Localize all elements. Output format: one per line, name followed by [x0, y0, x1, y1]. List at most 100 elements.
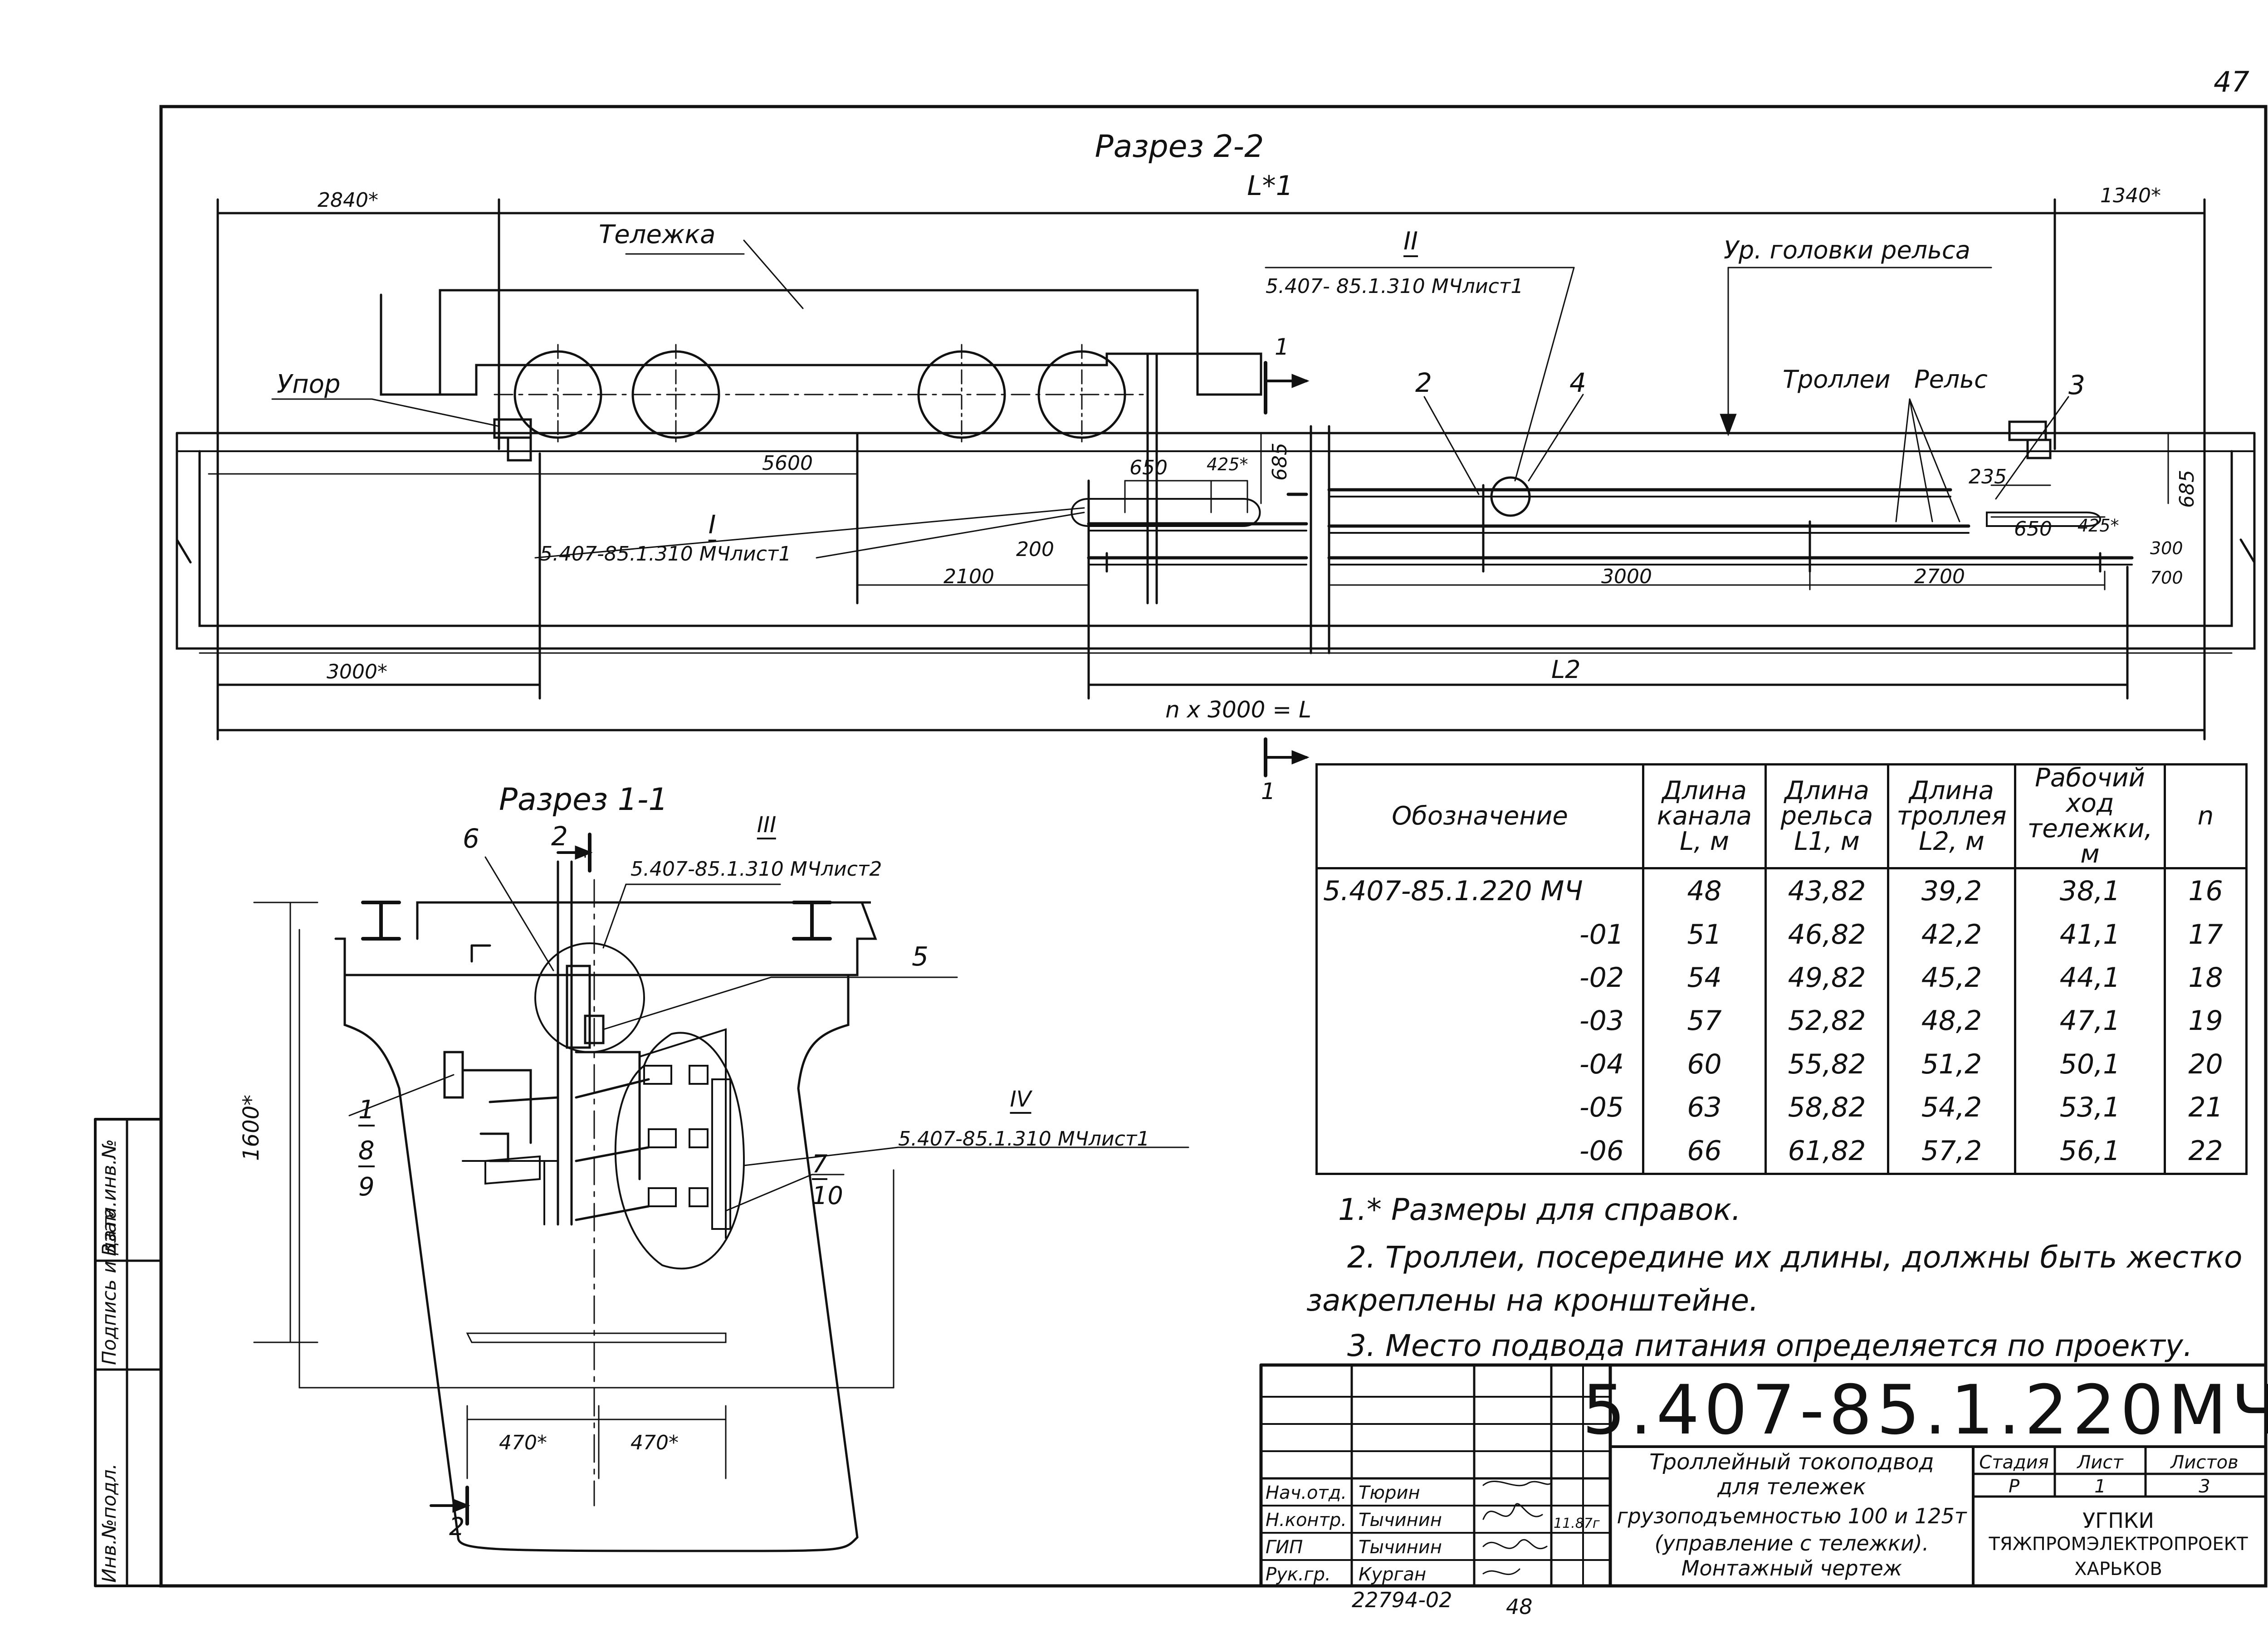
spec-cell: 63 — [1642, 1086, 1767, 1129]
side-stamp-replace-inventory: Взам.инв.№ — [98, 1139, 120, 1256]
sheet-frame — [159, 105, 2268, 1588]
spec-cell: 41,1 — [2014, 913, 2166, 956]
node-i-label: I — [708, 512, 716, 541]
dim-650-left: 650 — [1129, 456, 1168, 479]
stage-label: Стадия — [1979, 1452, 2049, 1473]
callout-7: 7 — [812, 1152, 828, 1180]
node-iii-label: III — [757, 814, 777, 839]
title-block-linework — [1259, 1363, 2268, 1588]
dim-700: 700 — [2150, 568, 2183, 588]
callout-9: 9 — [358, 1172, 375, 1202]
spec-cell: 20 — [2164, 1043, 2248, 1086]
spec-cell: 52,82 — [1765, 999, 1889, 1043]
sheets-value: 3 — [2199, 1476, 2210, 1497]
callout-3: 3 — [2068, 370, 2085, 400]
callout-10: 10 — [812, 1181, 843, 1210]
dim-total: n x 3000 = L — [1165, 697, 1311, 723]
spec-cell: 48 — [1642, 867, 1767, 913]
callout-2-section: 2 — [551, 821, 568, 852]
spec-cell: 58,82 — [1765, 1086, 1889, 1129]
dim-470-right: 470* — [631, 1431, 679, 1454]
role-group-lead: Рук.гр. — [1266, 1564, 1331, 1585]
spec-cell: 19 — [2164, 999, 2248, 1043]
cut-mark-1-bottom: 1 — [1261, 778, 1276, 804]
dim-300: 300 — [2150, 538, 2183, 558]
dim-425-right: 425* — [2077, 516, 2119, 536]
spec-cell: 47,1 — [2014, 999, 2166, 1043]
stage-value: Р — [2008, 1476, 2020, 1497]
dim-2100: 2100 — [943, 565, 994, 588]
spec-cell: 60 — [1642, 1043, 1767, 1086]
name-group-lead: Курган — [1359, 1564, 1427, 1585]
dim-l2: L2 — [1551, 655, 1581, 684]
spec-cell: 44,1 — [2014, 956, 2166, 1000]
dim-470-left: 470* — [499, 1431, 547, 1454]
cut-mark-1-top: 1 — [1275, 334, 1289, 360]
spec-cell: 46,82 — [1765, 913, 1889, 956]
callout-8: 8 — [358, 1138, 375, 1167]
callout-4: 4 — [1569, 367, 1586, 398]
spec-cell: 57 — [1642, 999, 1767, 1043]
callout-1: 1 — [358, 1097, 375, 1126]
spec-cell: 48,2 — [1887, 999, 2016, 1043]
node-iv-label: IV — [1010, 1088, 1031, 1114]
dim-3000: 3000 — [1601, 565, 1652, 588]
spec-cell: 51 — [1642, 913, 1767, 956]
label-trolley-cart: Тележка — [599, 220, 716, 249]
table-row: -05 63 58,82 54,2 53,1 21 — [1315, 1086, 2248, 1129]
dim-235: 235 — [1969, 465, 2007, 488]
spec-cell: 66 — [1642, 1129, 1767, 1175]
dim-2700: 2700 — [1914, 565, 1965, 588]
doc-number: 5.407-85.1.220МЧ — [1582, 1371, 2268, 1450]
org-line-3: ХАРЬКОВ — [2074, 1559, 2162, 1580]
node-iv-ref: 5.407-85.1.310 МЧлист1 — [898, 1127, 1150, 1151]
note-2-cont: закреплены на кронштейне. — [1306, 1283, 1759, 1318]
spec-cell: 42,2 — [1887, 913, 2016, 956]
section-1-1-linework — [253, 833, 1189, 1552]
callout-6: 6 — [463, 823, 479, 854]
role-norm-control: Н.контр. — [1266, 1510, 1347, 1531]
spec-cell: -01 — [1315, 913, 1644, 956]
spec-cell: 45,2 — [1887, 956, 2016, 1000]
spec-cell: 49,82 — [1765, 956, 1889, 1000]
label-stop: Упор — [277, 370, 341, 399]
spec-cell: 53,1 — [2014, 1086, 2166, 1129]
spec-cell: 57,2 — [1887, 1129, 2016, 1175]
spec-cell: 54,2 — [1887, 1086, 2016, 1129]
spec-header-cell: n — [2164, 763, 2248, 869]
page-number: 47 — [2214, 65, 2249, 98]
section-2-2-linework — [176, 198, 2256, 777]
title-line-4: (управление с тележки). — [1654, 1531, 1929, 1555]
spec-cell: -04 — [1315, 1043, 1644, 1086]
dim-2840: 2840* — [318, 189, 378, 212]
sheet-value: 1 — [2094, 1476, 2106, 1497]
section-1-1-title: Разрез 1-1 — [499, 782, 668, 818]
spec-cell: 18 — [2164, 956, 2248, 1000]
node-i-ref: 5.407-85.1.310 МЧлист1 — [540, 542, 792, 566]
table-row: 5.407-85.1.220 МЧ 48 43,82 39,2 38,1 16 — [1315, 867, 2248, 913]
node-ii-ref: 5.407- 85.1.310 МЧлист1 — [1266, 275, 1524, 298]
sheets-label: Листов — [2170, 1452, 2239, 1473]
name-gip: Тычинин — [1359, 1537, 1442, 1558]
spec-cell: 43,82 — [1765, 867, 1889, 913]
archive-sheet: 48 — [1506, 1594, 1533, 1619]
side-stamp-inventory: Инв.№подл. — [98, 1463, 120, 1583]
spec-header-cell: Рабочий ход тележки, м — [2014, 763, 2166, 869]
spec-cell: 22 — [2164, 1129, 2248, 1175]
table-row: -06 66 61,82 57,2 56,1 22 — [1315, 1129, 2248, 1175]
table-row: -04 60 55,82 51,2 50,1 20 — [1315, 1043, 2248, 1086]
spec-cell: -05 — [1315, 1086, 1644, 1129]
spec-header-cell: Длина канала L, м — [1642, 763, 1767, 869]
table-row: -03 57 52,82 48,2 47,1 19 — [1315, 999, 2248, 1043]
spec-cell: -06 — [1315, 1129, 1644, 1175]
org-line-1: УГПКИ — [2082, 1508, 2154, 1533]
dim-1340: 1340* — [2100, 184, 2161, 207]
title-line-1: Троллейный токоподвод — [1649, 1449, 1934, 1475]
callout-5: 5 — [912, 941, 929, 972]
spec-cell: 21 — [2164, 1086, 2248, 1129]
spec-header-cell: Длина троллея L2, м — [1887, 763, 2016, 869]
spec-cell: 55,82 — [1765, 1043, 1889, 1086]
table-row: -01 51 46,82 42,2 41,1 17 — [1315, 913, 2248, 956]
spec-table: Обозначение Длина канала L, м Длина рель… — [1315, 763, 2248, 1175]
